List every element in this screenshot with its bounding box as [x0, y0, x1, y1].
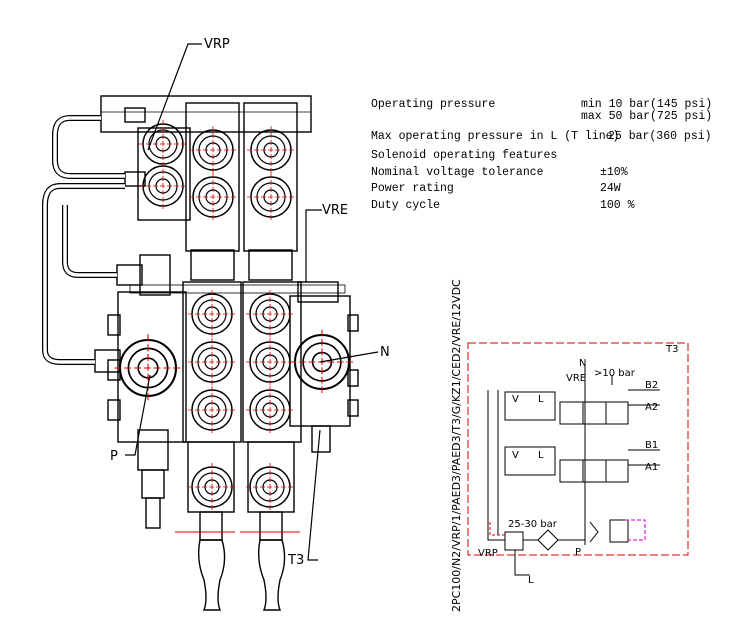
- schematic-b1: B1: [645, 440, 658, 451]
- spec-value-0: min 10 bar(145 psi): [581, 98, 713, 111]
- spec-value-3: ±10%: [600, 166, 628, 179]
- spec-label-2: Solenoid operating features: [371, 149, 558, 162]
- schematic-l-bottom: L: [528, 575, 534, 586]
- callout-n: N: [380, 345, 390, 360]
- spec-label-5: Duty cycle: [371, 199, 441, 212]
- schematic-vrp: VRP: [478, 548, 498, 559]
- schematic-l1: L: [538, 394, 544, 405]
- schematic-v2: V: [512, 450, 519, 461]
- spec-label-1: Max operating pressure in L (T line): [371, 130, 620, 143]
- callout-leaders: [125, 43, 379, 561]
- spec-value-0b: max 50 bar(725 psi): [581, 110, 713, 123]
- callout-vre: VRE: [322, 203, 348, 218]
- spec-label-0: Operating pressure: [371, 98, 496, 111]
- spec-label-4: Power rating: [371, 182, 454, 195]
- schematic-v1: V: [512, 394, 519, 405]
- spec-value-1: 25 bar(360 psi): [608, 130, 712, 143]
- schematic-p: P: [575, 547, 581, 558]
- schematic-a1: A1: [645, 462, 658, 473]
- spec-value-4: 24W: [600, 182, 621, 195]
- schematic-vrp-range: 25-30 bar: [508, 519, 558, 530]
- schematic-b2: B2: [645, 380, 658, 391]
- schematic-vre-pressure: >10 bar: [594, 368, 636, 379]
- spec-label-3: Nominal voltage tolerance: [371, 166, 544, 179]
- schematic-vre: VRE: [566, 373, 586, 384]
- schematic-a2: A2: [645, 402, 658, 413]
- model-code: 2PC100/N2/VRP/1/PAED3/PAED3/T3/G/KZ1/CED…: [450, 279, 463, 612]
- valve-assembly: [42, 95, 359, 611]
- schematic-t3: T3: [665, 344, 678, 355]
- hydraulic-schematic: T3 N VRE >10 bar B2 A2 B1 A1 V L V L 25-…: [467, 342, 689, 586]
- callout-vrp: VRP: [204, 37, 230, 52]
- callout-p: P: [110, 449, 118, 464]
- spec-value-5: 100 %: [600, 199, 635, 212]
- schematic-n: N: [579, 358, 586, 369]
- callout-t3: T3: [287, 553, 304, 568]
- schematic-l2: L: [538, 450, 544, 461]
